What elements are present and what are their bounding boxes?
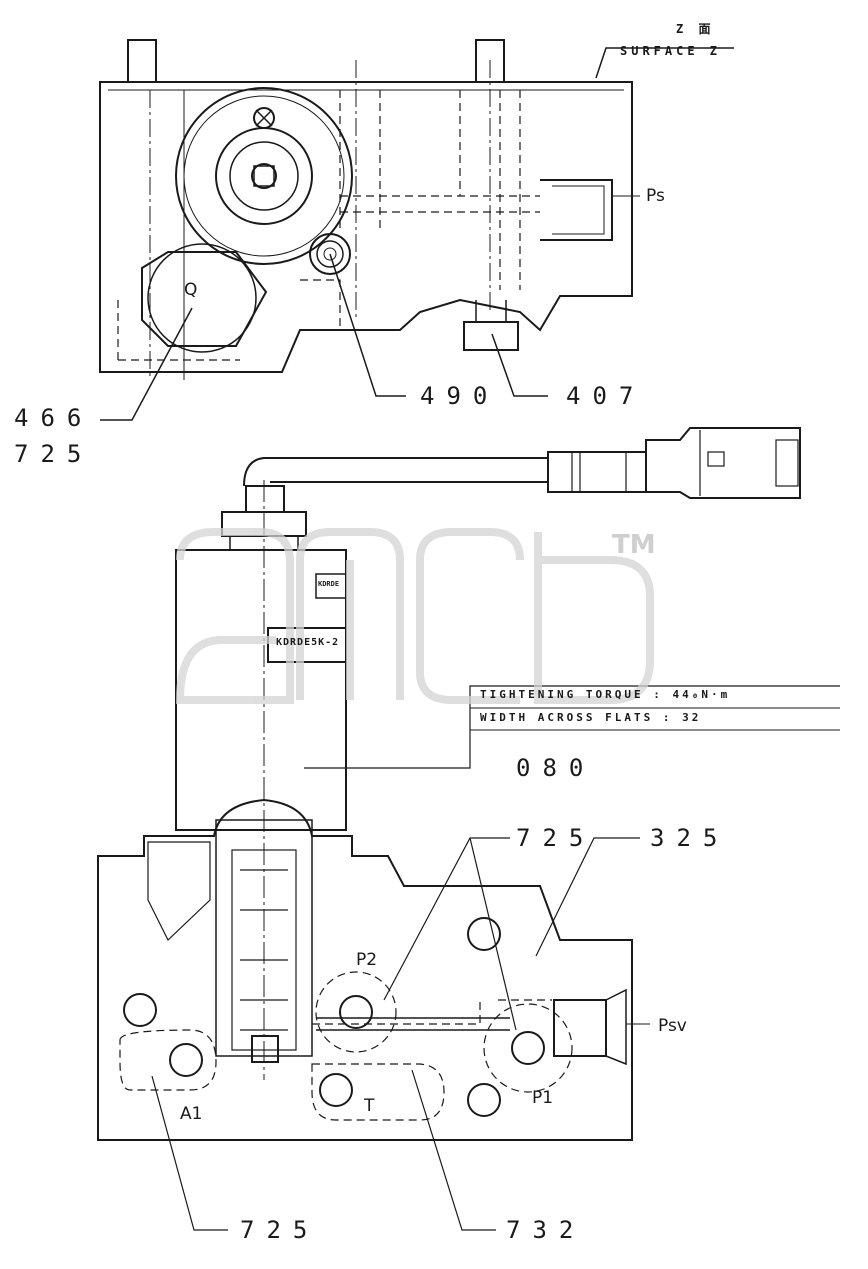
surface-label: SURFACE Z	[620, 44, 722, 58]
port-ps: Ps	[646, 186, 665, 206]
callout-725-bottom: 725	[240, 1216, 320, 1244]
port-p1: P1	[532, 1088, 554, 1108]
callout-080: 080	[516, 754, 596, 782]
callout-725-left: 725	[14, 440, 94, 468]
callout-732: 732	[506, 1216, 586, 1244]
torque-note-line1: TIGHTENING TORQUE : 44₀N·m	[480, 688, 731, 701]
callout-725-mid: 725	[516, 824, 596, 852]
callout-490: 490	[420, 382, 500, 410]
z-mark: Z 面	[676, 22, 715, 36]
callout-407: 407	[566, 382, 646, 410]
port-a1: A1	[180, 1104, 203, 1124]
upper-valve-body	[99, 39, 734, 421]
lower-valve-body	[97, 798, 650, 1231]
callout-325: 325	[650, 824, 730, 852]
torque-note-line2: WIDTH ACROSS FLATS : 32	[480, 711, 702, 724]
solenoid-small-plate: KDRDE	[318, 580, 340, 588]
solenoid-nameplate: KDRDE5K-2	[276, 637, 340, 648]
trademark-mark: TM	[612, 530, 656, 560]
solenoid-assembly	[175, 427, 840, 1080]
amb-logo-icon	[175, 528, 654, 704]
port-t: T	[364, 1096, 375, 1116]
port-q: Q	[184, 280, 198, 300]
port-p2: P2	[356, 950, 378, 970]
port-psv: Psv	[658, 1016, 687, 1036]
callout-466: 466	[14, 404, 94, 432]
